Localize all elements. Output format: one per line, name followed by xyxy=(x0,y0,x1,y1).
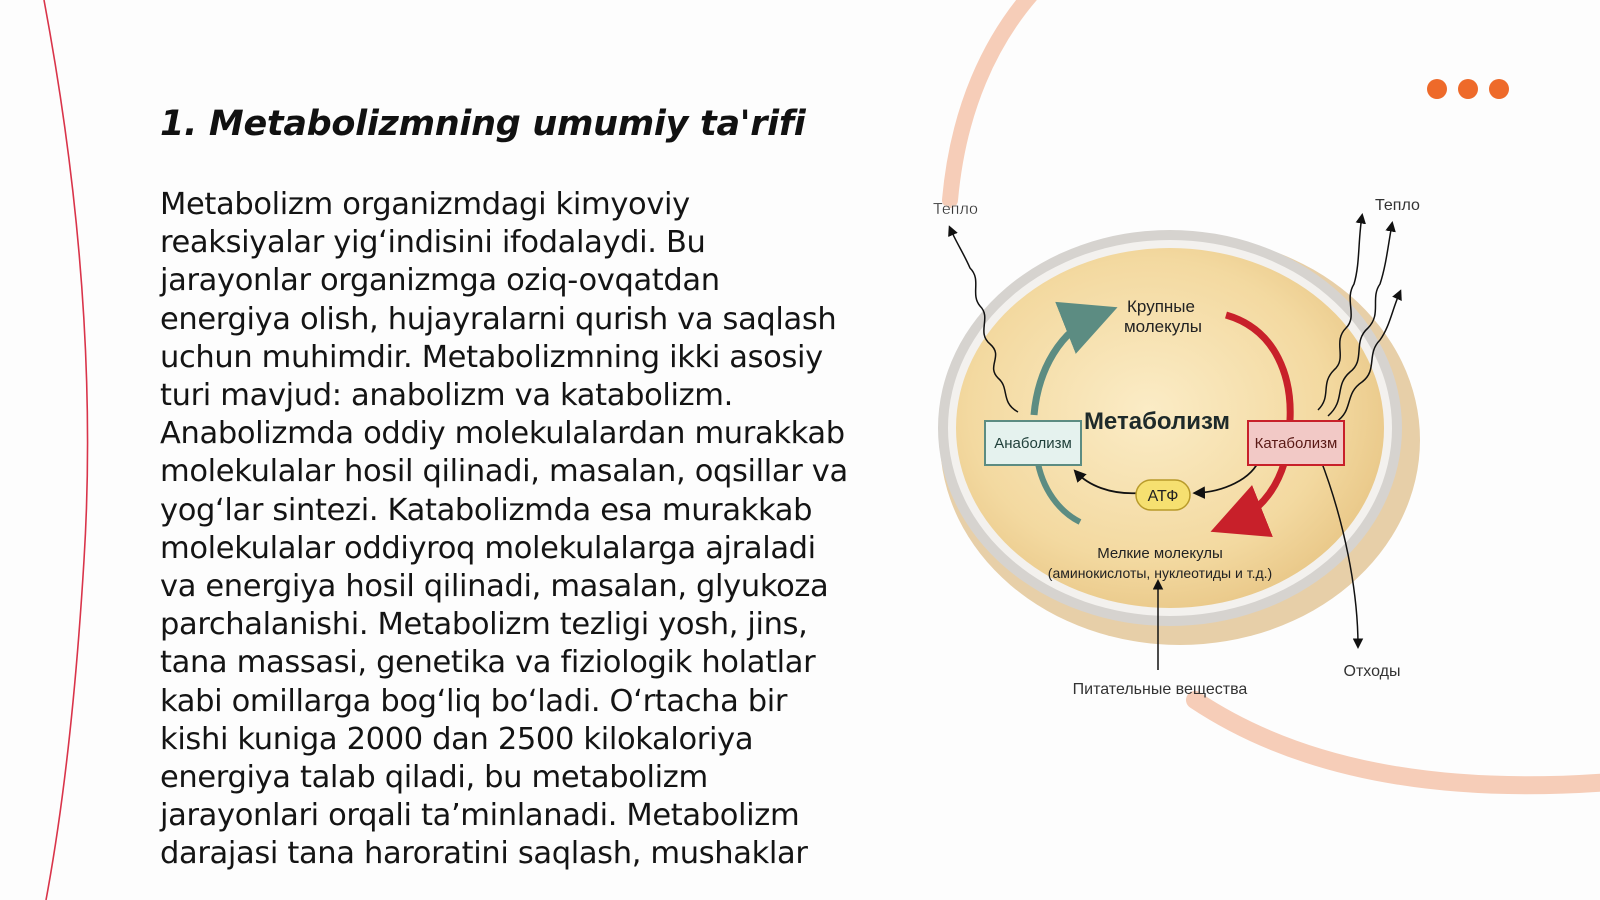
decorative-arc-bottom xyxy=(1186,691,1600,795)
dot-icon xyxy=(1427,79,1447,99)
heat-left-line xyxy=(948,225,1019,413)
large-molecules-label-2: молекулы xyxy=(1124,317,1202,336)
catabolism-arrow xyxy=(1210,311,1294,537)
anabolism-down-arrow xyxy=(1034,457,1082,525)
more-options-dots xyxy=(1427,79,1509,99)
dot-icon xyxy=(1489,79,1509,99)
nutrients-label: Питательные вещества xyxy=(1073,681,1248,698)
heat-right-line-3 xyxy=(1335,289,1402,423)
catabolism-label: Катаболизм xyxy=(1255,435,1338,452)
anabolism-up-arrow xyxy=(1030,301,1118,416)
slide-title: 1. Metabolizmning umumiy ta'rifi xyxy=(160,104,806,144)
slide-body-text: Metabolizm organizmdagi kimyoviy reaksiy… xyxy=(160,187,848,872)
left-red-curve xyxy=(43,0,89,900)
anabolism-box xyxy=(984,420,1082,466)
anabolism-label: Анаболизм xyxy=(994,435,1072,452)
atp-badge xyxy=(1135,479,1191,511)
small-molecules-label-1: Мелкие молекулы xyxy=(1097,545,1223,562)
heat-right-line-1 xyxy=(1317,213,1366,411)
atp-to-anabolism-arrow xyxy=(1073,469,1141,495)
metabolism-diagram: Тепло Тепло Крупные молекулы Метаболизм … xyxy=(933,197,1420,698)
dot-icon xyxy=(1458,79,1478,99)
atp-label: АТФ xyxy=(1148,488,1179,505)
catabolism-box xyxy=(1247,420,1345,466)
heat-left-label: Тепло xyxy=(933,201,978,218)
decorative-arc-top xyxy=(942,0,1037,208)
metabolism-center-label: Метаболизм xyxy=(1084,408,1230,435)
small-molecules-label-2: (аминокислоты, нуклеотиды и т.д.) xyxy=(1048,565,1272,581)
heat-right-line-2 xyxy=(1327,221,1396,417)
waste-label: Отходы xyxy=(1344,663,1401,680)
waste-arrow xyxy=(1319,457,1364,649)
heat-right-label: Тепло xyxy=(1375,197,1420,214)
large-molecules-label-1: Крупные xyxy=(1127,297,1195,316)
